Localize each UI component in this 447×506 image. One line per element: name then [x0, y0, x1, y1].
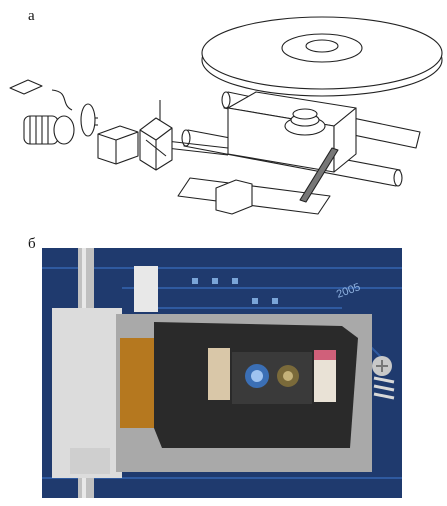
spring — [373, 376, 395, 400]
optical-pickup-diagram — [9, 16, 443, 215]
photodetector-block — [215, 179, 253, 215]
laser-diode — [23, 115, 75, 145]
lens-carrier — [232, 352, 312, 404]
white-connector — [134, 266, 158, 312]
sled-base — [177, 177, 331, 215]
prism — [139, 117, 173, 171]
optical-disc — [201, 16, 443, 97]
sled-bracket — [52, 308, 122, 478]
grating-lead — [51, 89, 73, 111]
collimator-lens — [80, 103, 96, 137]
lens-actuator-block-left — [208, 348, 230, 400]
panel-label-b: б — [28, 236, 36, 252]
diffraction-grating — [9, 79, 43, 95]
panel-label-a: а — [28, 8, 35, 24]
pickup-photograph: 2005 — [42, 248, 402, 498]
mirror-stripe — [299, 147, 339, 203]
lens-actuator-block-right — [314, 350, 336, 402]
objective-lens — [284, 108, 326, 136]
board-pads — [192, 278, 278, 304]
flex-cable — [120, 338, 154, 428]
beam-splitter-cube — [97, 125, 139, 165]
